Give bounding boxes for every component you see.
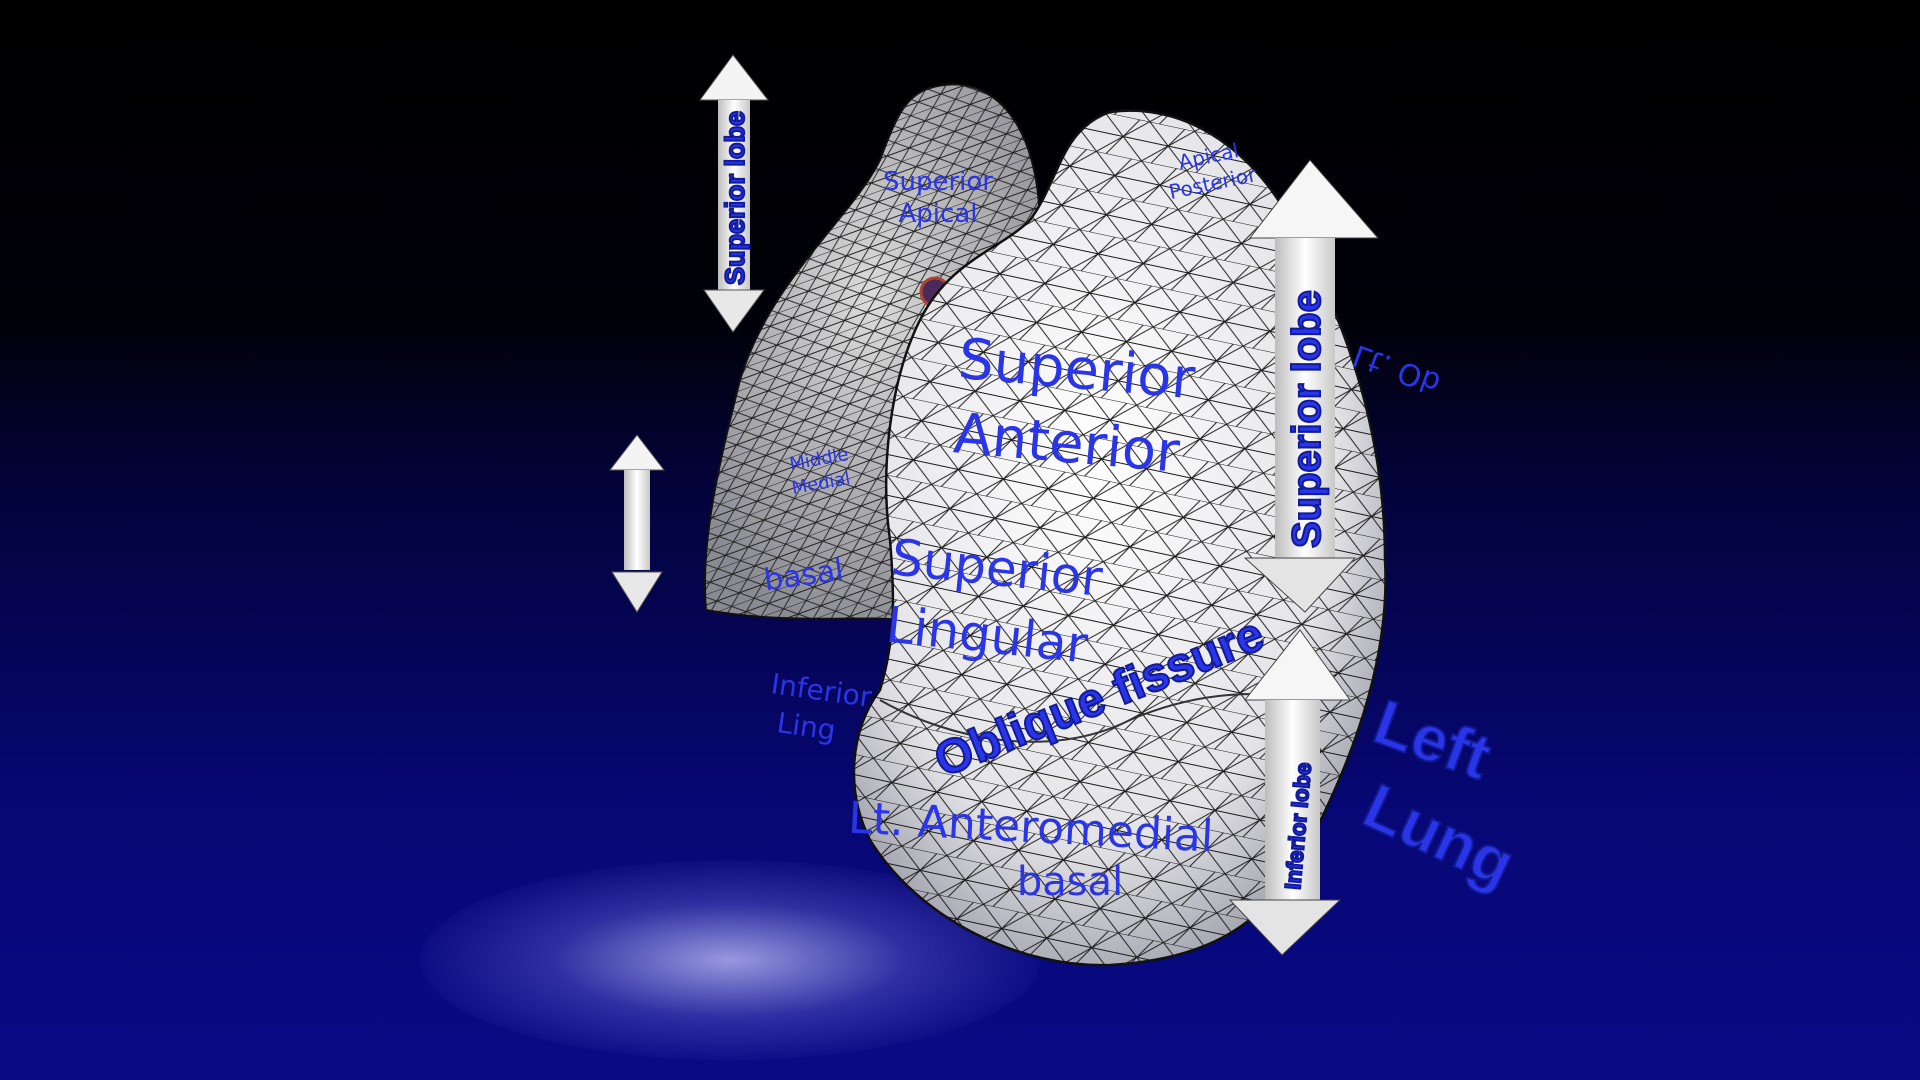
superior-lobe-arrow-front: Superior lobe	[1243, 159, 1380, 613]
superior-lobe-label-front: Superior lobe	[1285, 290, 1329, 548]
label-left-lung-2: Lung	[1353, 769, 1525, 900]
small-lobe-arrow-back	[608, 434, 666, 613]
label-superior-apical-1: Superior	[883, 167, 993, 197]
superior-lobe-label: Superior lobe	[720, 111, 750, 285]
superior-lobe-arrow-back: Superior lobe	[699, 54, 770, 333]
left-lung-front	[852, 109, 1387, 967]
label-superior-apical-2: Apical	[899, 199, 978, 229]
inferior-lobe-arrow: Inferior lobe	[1228, 629, 1351, 956]
label-inferior-ling-2: Ling	[775, 706, 838, 747]
label-anteromedial-basal-2: basal	[1017, 859, 1123, 905]
